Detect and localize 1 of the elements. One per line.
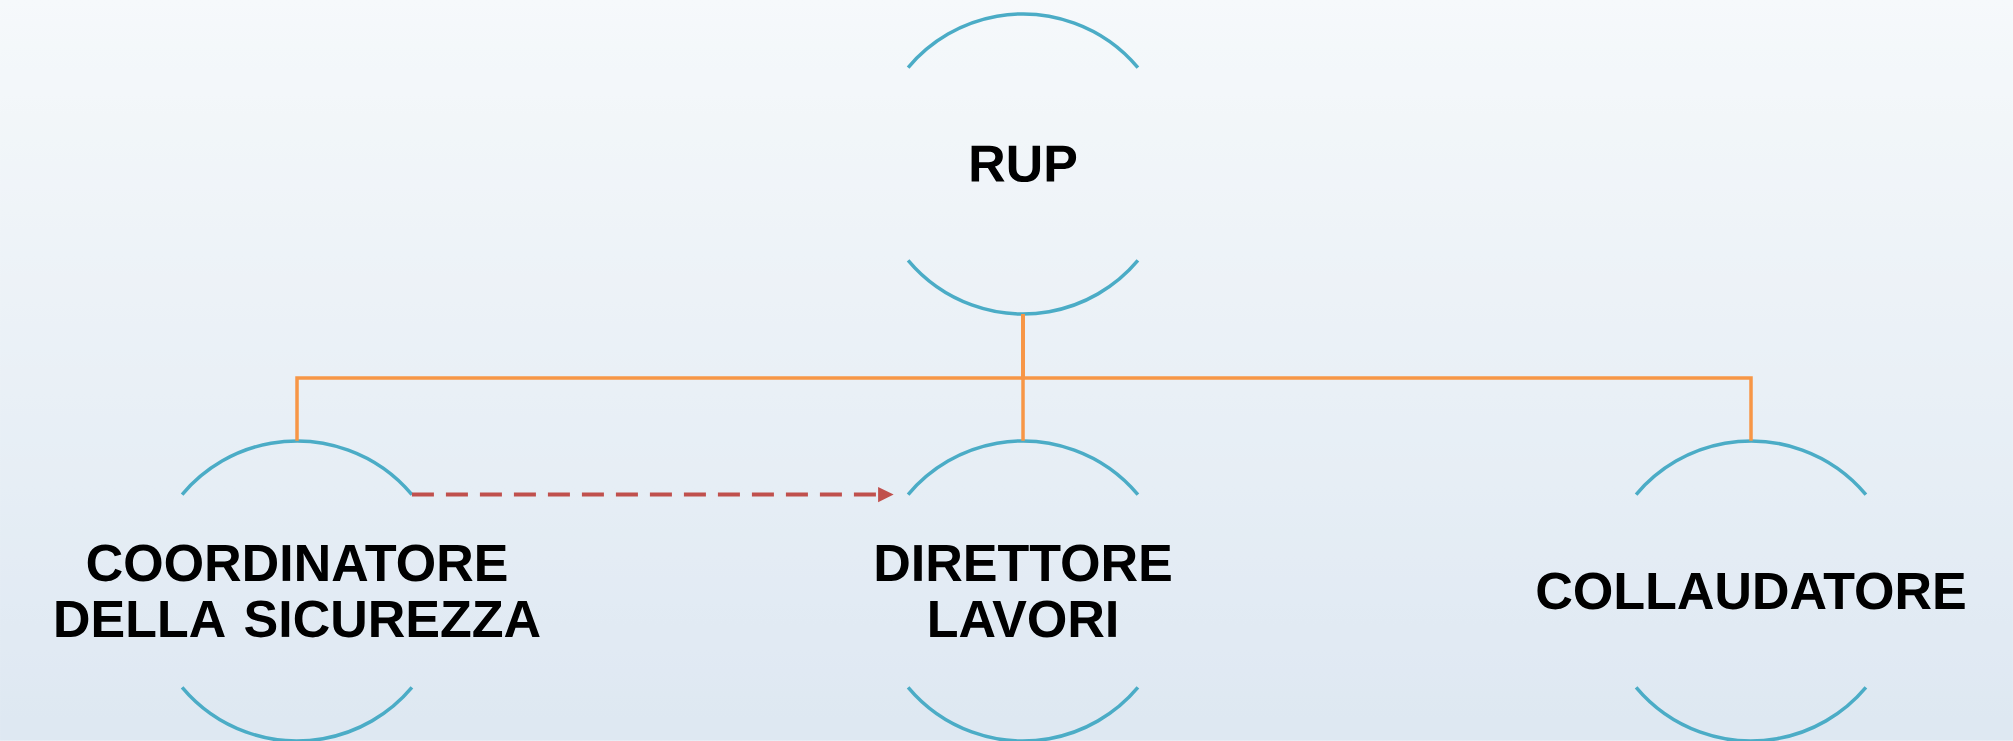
connector-line [1021, 314, 1753, 441]
